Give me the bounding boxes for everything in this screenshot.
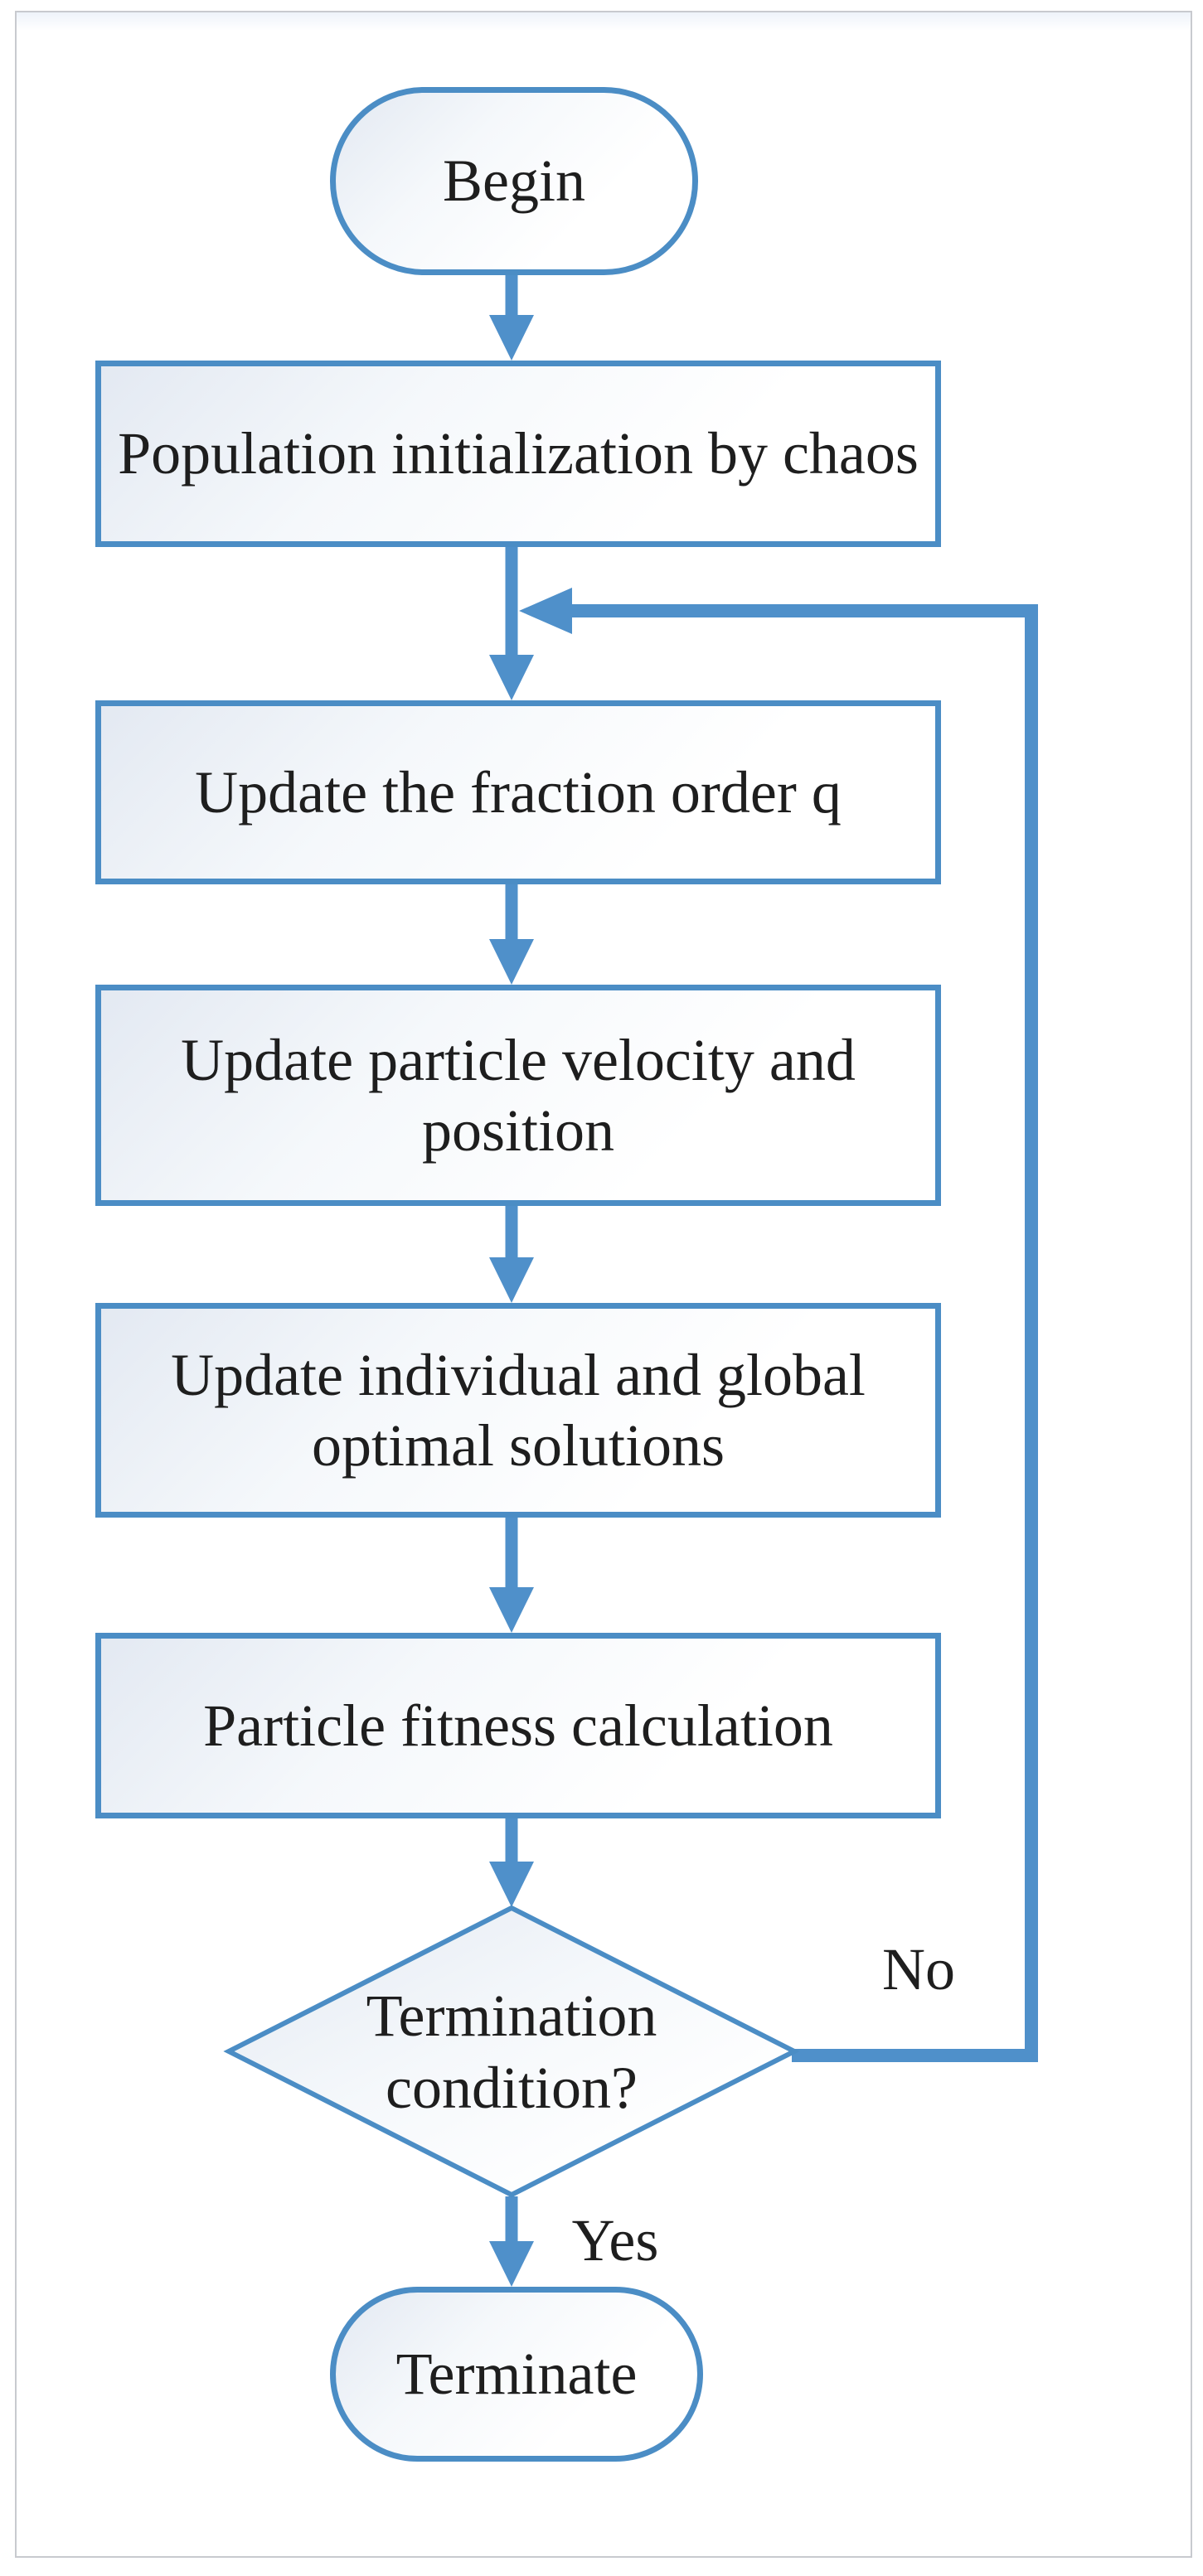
node-termination-condition-label: Termination condition?: [366, 1983, 657, 2121]
node-terminate-label: Terminate: [395, 2341, 638, 2408]
node-update-velocity-position-label: Update particle velocity and position: [181, 1026, 856, 1164]
node-update-velocity-position: Update particle velocity and position: [95, 985, 941, 1206]
frame-top-shading: [17, 12, 1191, 31]
node-update-fraction-order: Update the fraction order q: [95, 700, 941, 884]
node-fitness-calculation: Particle fitness calculation: [95, 1633, 941, 1818]
node-population-init-label: Population initialization by chaos: [118, 420, 919, 487]
node-update-optimal-solutions-label: Update individual and global optimal sol…: [171, 1341, 866, 1479]
node-begin-label: Begin: [443, 148, 585, 215]
node-fitness-calculation-label: Particle fitness calculation: [203, 1692, 833, 1759]
node-begin: Begin: [330, 87, 698, 275]
node-population-init: Population initialization by chaos: [95, 361, 941, 547]
node-termination-condition: Termination condition?: [304, 1907, 719, 2196]
edge-label-yes: Yes: [571, 2206, 659, 2273]
node-terminate: Terminate: [330, 2287, 703, 2462]
node-update-optimal-solutions: Update individual and global optimal sol…: [95, 1303, 941, 1518]
edge-label-no: No: [882, 1935, 955, 2002]
node-update-fraction-order-label: Update the fraction order q: [195, 758, 842, 826]
